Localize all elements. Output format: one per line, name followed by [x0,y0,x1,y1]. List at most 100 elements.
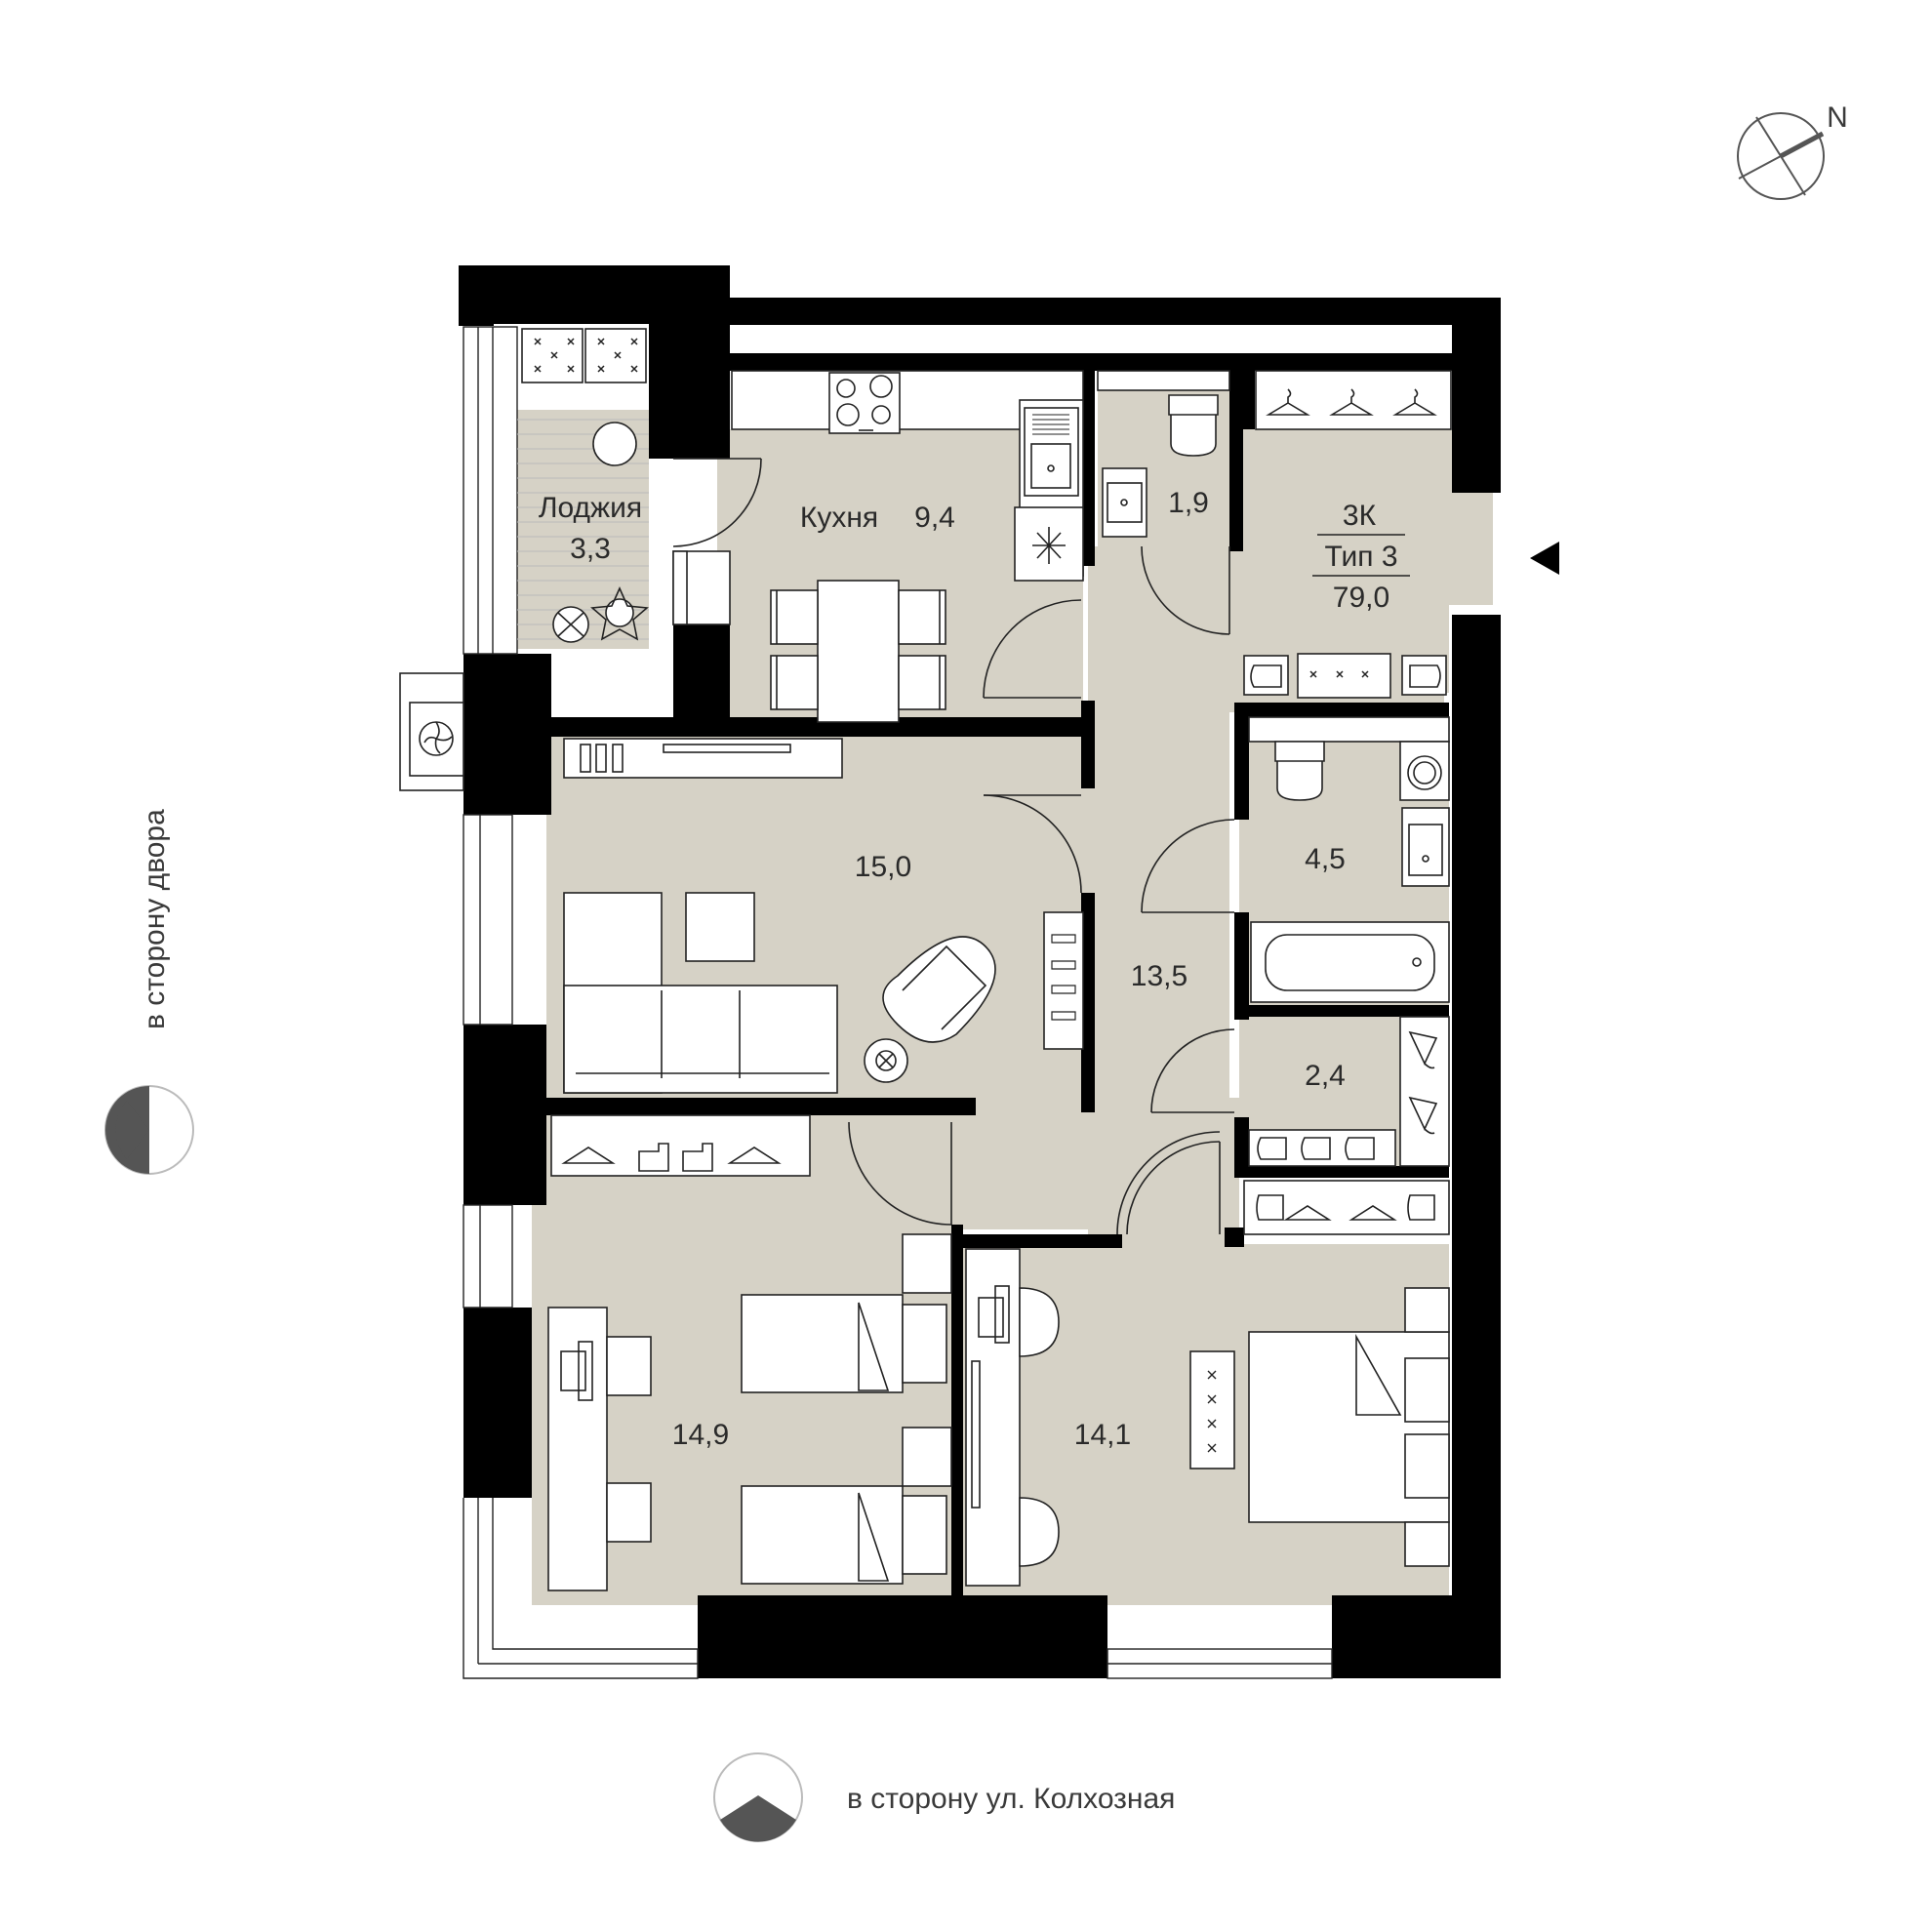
chair [1019,1497,1060,1567]
door [1141,819,1235,913]
hanger-icon [1266,388,1437,416]
wall [1081,1103,1095,1112]
bath-sink-icon [1401,807,1450,887]
loggia-cabinet [584,328,647,383]
living-furniture [563,738,1084,1094]
wall [551,717,1093,737]
loggia-cabinet [521,328,584,383]
wall [730,353,1452,371]
pillow [1404,1433,1450,1499]
chair [898,589,946,645]
wall [1081,701,1095,788]
dining-table [817,580,900,723]
chair [606,1482,652,1543]
wall [951,1225,963,1605]
street-direction: в сторону ул. Колхозная [847,1783,1175,1815]
wardrobe [1399,1016,1450,1167]
entrance-arrow-icon [1530,542,1559,575]
armchair [882,936,996,1043]
tv-icon [971,1360,981,1509]
toilet-sink-icon [1102,467,1147,538]
nightstand [902,1233,952,1294]
pillow [902,1304,947,1384]
entry-wardrobe [1243,370,1452,699]
wall [1234,1117,1249,1171]
loggia-area: 3,3 [570,533,611,565]
loggia-furniture [517,328,762,643]
loggia-table [592,422,637,466]
door [1126,1141,1221,1235]
sofa [563,985,838,1094]
wall [1234,703,1249,820]
apartment-series: Тип 3 [1324,541,1397,573]
wall [1234,703,1449,717]
door [672,458,762,547]
hall-area: 13,5 [1131,960,1187,992]
wall [730,298,1501,325]
wardrobe-furniture [1150,1016,1450,1167]
wardrobe [550,1114,811,1177]
wall [1234,912,1249,1020]
wall [463,1025,546,1205]
bathroom-furniture [1141,716,1450,1003]
wall [673,624,730,717]
wall [463,1308,532,1498]
apartment-type: 3К [1343,500,1377,532]
door [983,599,1082,699]
yard-direction: в сторону двора [139,809,171,1029]
wall [463,654,551,815]
hanger-icon [1408,1030,1438,1135]
window [463,326,518,655]
wall [1452,298,1501,493]
walls [459,265,1501,1678]
kitchen-furniture [731,370,1084,723]
wardrobe-top-floor [1249,429,1449,693]
wall [649,322,730,459]
bench [1189,1350,1235,1469]
loggia-name: Лоджия [539,492,642,524]
drawer-unit [1248,1129,1396,1167]
chair [898,655,946,710]
wall [1241,371,1255,429]
chair [1019,1287,1060,1357]
toilet-icon [1168,394,1219,457]
apartment-badge: 3К Тип 3 79,0 [1312,500,1410,614]
hanger-icon [561,1143,782,1172]
wardrobe [1255,370,1452,430]
monitor-icon [560,1350,586,1391]
living-area: 15,0 [855,851,911,883]
door [848,1121,952,1226]
wardrobe [1243,1180,1450,1235]
kitchen-area: 9,4 [914,502,955,534]
chair [770,589,819,645]
chair [606,1336,652,1396]
door [1141,545,1230,635]
wall [1483,1215,1501,1678]
nightstand [1404,1287,1450,1333]
window [463,1204,513,1308]
street-marker [713,1752,803,1842]
wall [1081,371,1095,566]
bookshelf [1043,911,1084,1050]
room-labels: Лоджия 3,3 Кухня 9,4 1,9 15,0 4,5 13,5 2… [539,487,1346,1451]
wall [1234,1005,1449,1017]
door [983,794,1082,894]
apartment-total-area: 79,0 [1333,582,1389,614]
compass-icon [1737,112,1825,200]
bathroom-area: 4,5 [1305,843,1346,875]
door [1150,1028,1235,1113]
shoe-bench [1297,653,1391,699]
kids-bedroom-furniture [547,1114,1221,1591]
pillow [1404,1357,1450,1423]
yard-marker [104,1085,194,1175]
master-bedroom-area: 14,1 [1074,1419,1131,1451]
wall [1225,1228,1244,1247]
ac-unit [399,672,464,791]
monitor-icon [978,1297,1004,1338]
kids-bedroom-area: 14,9 [672,1419,729,1451]
wardrobe-area: 2,4 [1305,1060,1346,1092]
nightstand [1404,1521,1450,1567]
pillow [902,1495,947,1575]
wall [961,1234,1122,1248]
master-bedroom-furniture [965,1248,1450,1587]
